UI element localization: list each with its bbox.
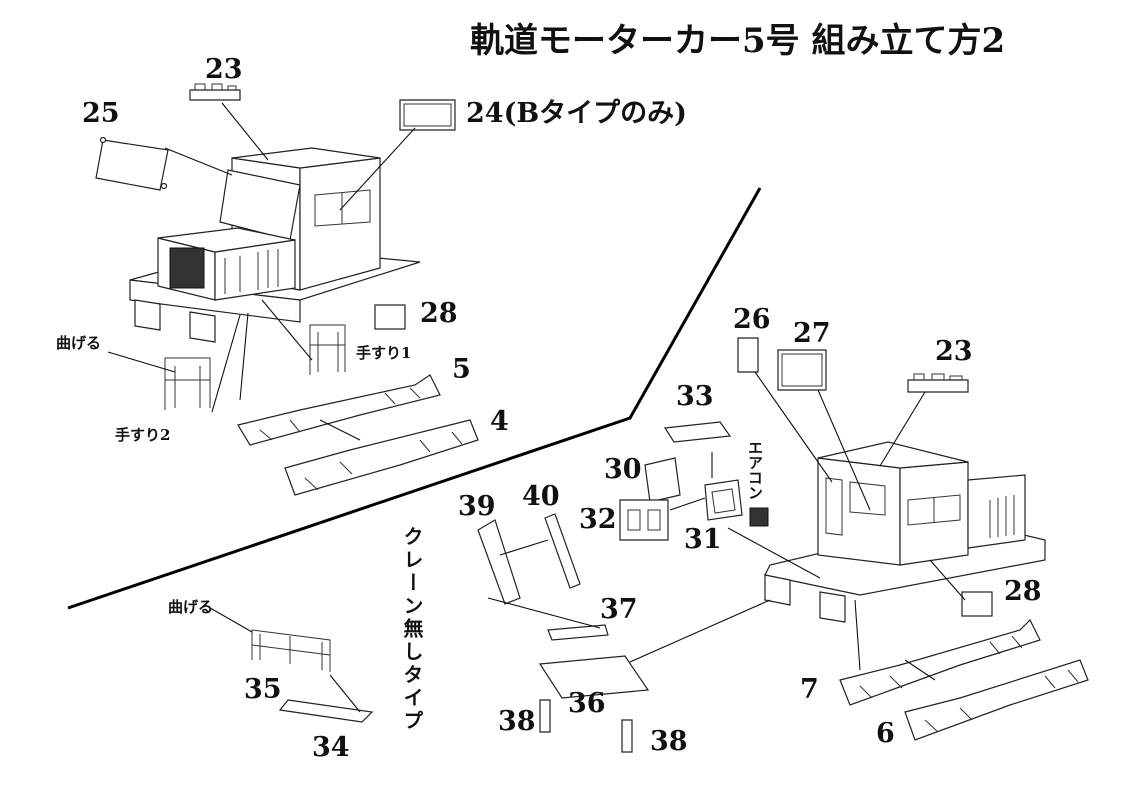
label-34: 34	[312, 732, 350, 763]
side-frame-6	[904, 659, 1089, 741]
label-23-lower: 23	[935, 336, 973, 367]
label-40: 40	[522, 481, 560, 512]
label-32: 32	[579, 504, 617, 535]
label-38-right: 38	[650, 726, 688, 757]
hood-top	[157, 227, 296, 253]
part-31-frame	[704, 479, 743, 521]
label-37: 37	[600, 594, 638, 625]
label-35: 35	[244, 674, 282, 705]
label-23-upper: 23	[205, 54, 243, 85]
label-bend-upper: 曲げる	[56, 334, 101, 352]
label-26: 26	[733, 304, 771, 335]
part-32-console	[619, 499, 669, 541]
label-31: 31	[684, 524, 722, 555]
label-bend-lower: 曲げる	[168, 598, 213, 616]
label-no-crane-type: クレーン無しタイプ	[400, 526, 424, 733]
part-37-plate	[547, 624, 609, 641]
lower-hood-side	[967, 474, 1026, 549]
label-28-upper: 28	[420, 298, 458, 329]
section-divider	[67, 187, 762, 610]
lower-cab-roof	[817, 441, 969, 469]
part-36-plate	[538, 655, 650, 699]
lower-cab-front	[817, 457, 901, 566]
part-38-right	[621, 719, 633, 753]
label-6: 6	[876, 718, 895, 749]
label-30: 30	[604, 454, 642, 485]
diagram-title: 軌道モーターカー5号 組み立て方2	[470, 21, 1005, 61]
label-38-left: 38	[498, 706, 536, 737]
part-25-windshield	[95, 139, 169, 191]
part-38-left	[539, 699, 551, 733]
part-33-panel	[663, 421, 732, 443]
lower-right-assembly	[477, 337, 1089, 753]
part-30-panel	[644, 457, 681, 503]
part-27-window	[777, 349, 827, 391]
part-35-railing	[251, 629, 331, 672]
cab-roof	[231, 147, 381, 169]
part-labels: 23 25 24(Bタイプのみ) 28 曲げる 手すり1 手すり2 5 4 26…	[56, 54, 1042, 763]
upper-left-assembly	[95, 83, 479, 496]
part-40-arm	[544, 513, 581, 589]
side-frame-4	[284, 419, 479, 496]
part-34-plate	[278, 699, 374, 723]
part-24-window	[399, 99, 456, 131]
part-26-window	[737, 337, 759, 373]
label-33: 33	[676, 381, 714, 412]
label-handrail-1: 手すり1	[356, 344, 411, 362]
label-5: 5	[452, 354, 471, 385]
side-frame-7	[839, 618, 1041, 706]
crane-less-parts	[204, 604, 374, 723]
part-28-lower	[961, 591, 993, 617]
handrail-2	[164, 357, 211, 410]
side-frame-5	[237, 374, 441, 446]
part-28-upper	[374, 304, 406, 330]
handrail-1	[309, 324, 346, 375]
part-23-upper	[189, 83, 241, 101]
part-39-arm	[477, 519, 521, 605]
radiator-grille	[169, 247, 205, 289]
label-24: 24(Bタイプのみ)	[466, 98, 687, 129]
label-39: 39	[458, 491, 496, 522]
label-27: 27	[793, 318, 831, 349]
label-36: 36	[568, 688, 606, 719]
label-7: 7	[800, 674, 819, 705]
label-4: 4	[490, 406, 509, 437]
aircon-unit	[749, 507, 769, 527]
label-aircon: エアコン	[746, 440, 764, 500]
label-25: 25	[82, 98, 120, 129]
part-23-lower	[907, 373, 969, 393]
label-28-lower: 28	[1004, 576, 1042, 607]
label-handrail-2: 手すり2	[115, 426, 170, 444]
